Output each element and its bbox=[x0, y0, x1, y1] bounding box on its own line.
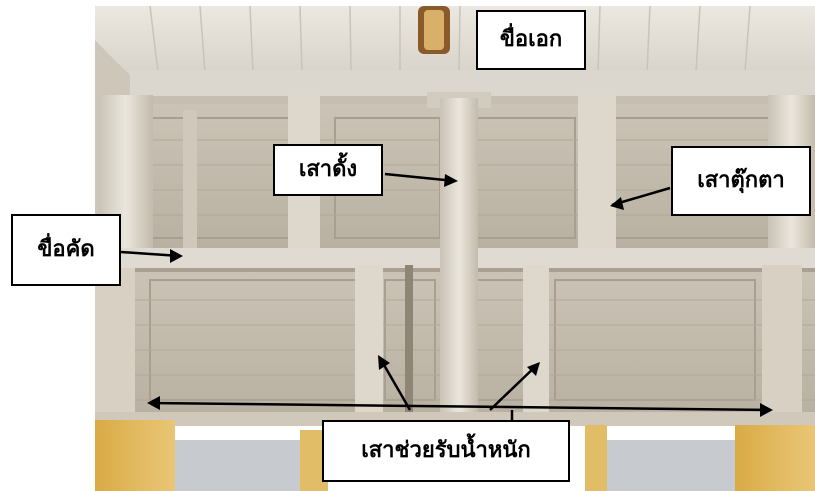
label-support-posts: เสาช่วยรับน้ำหนัก bbox=[322, 420, 570, 482]
label-doll-post: เสาตุ๊กตา bbox=[671, 146, 811, 216]
label-cross-beam: ขื่อคัด bbox=[11, 214, 121, 286]
label-main-post: เสาดั้ง bbox=[273, 144, 383, 196]
label-top-beam: ขื่อเอก bbox=[476, 10, 586, 70]
